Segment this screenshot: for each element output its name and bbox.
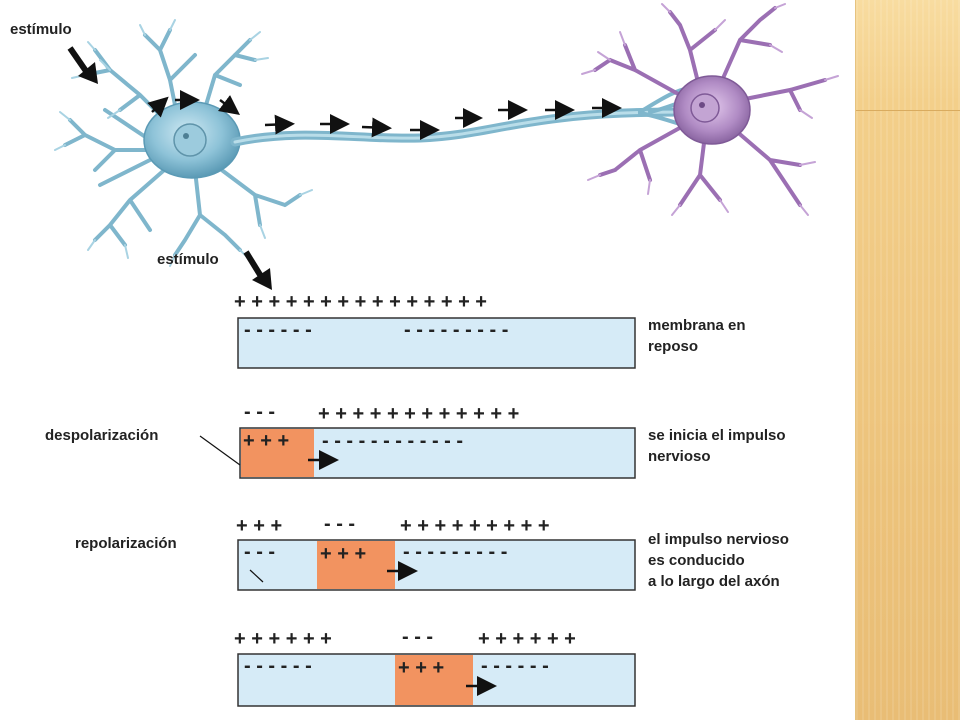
membrane-row-rest: + + + + + + + + + + + + + + + - - - - - … bbox=[234, 291, 746, 369]
inner-charges-right: - - - - - - bbox=[481, 655, 549, 677]
membrane-bar bbox=[237, 317, 636, 369]
inner-charges-right: - - - - - - - - - - - - bbox=[322, 430, 463, 452]
depolarized-charges: + + + bbox=[243, 430, 289, 452]
postsynaptic-neuron bbox=[581, 3, 839, 216]
stimulus-label-bottom: estímulo bbox=[157, 251, 219, 268]
row-label-line1: el impulso nervioso bbox=[648, 531, 789, 548]
depolarized-zone bbox=[395, 655, 473, 705]
row-label-line2: nervioso bbox=[648, 448, 711, 465]
membrane-bar bbox=[237, 539, 636, 591]
row-label-line1: se inicia el impulso bbox=[648, 427, 786, 444]
row-label-line2: es conducido bbox=[648, 552, 745, 569]
membrane-row-propagation: + + + + + + - - - + + + + + + - - - - - … bbox=[234, 626, 636, 707]
membrane-row-repolarization: + + + - - - + + + + + + + + + - - - + + … bbox=[75, 513, 789, 591]
outer-charges: + + + + + + + + + + + + + + + bbox=[234, 291, 487, 313]
row-label-line3: a lo largo del axón bbox=[648, 573, 780, 590]
inner-charges-right: - - - - - - - - - bbox=[403, 541, 507, 563]
inner-charges-left: - - - - - - bbox=[244, 655, 312, 677]
row-label-line2: reposo bbox=[648, 338, 698, 355]
outer-positive-charges-right: + + + + + + + + + bbox=[400, 515, 550, 537]
inner-charges-right: - - - - - - - - - bbox=[404, 319, 508, 341]
stimulus-arrow-top bbox=[67, 46, 91, 76]
presynaptic-neuron bbox=[54, 19, 702, 267]
outer-positive-charges: + + + + + + + + + + + + bbox=[318, 403, 519, 425]
outer-positive-charges-left: + + + + + + bbox=[234, 628, 332, 650]
outer-positive-charges-left: + + + bbox=[236, 515, 282, 537]
depolarized-zone bbox=[317, 541, 395, 589]
depolarized-charges: + + + bbox=[398, 657, 444, 679]
outer-negative-charges: - - - bbox=[244, 401, 275, 423]
outer-negative-charges: - - - bbox=[402, 626, 433, 648]
inner-charges-left: - - - bbox=[244, 541, 275, 563]
leader-line bbox=[199, 435, 241, 466]
left-label: despolarización bbox=[45, 427, 158, 444]
membrane-row-depolarization: - - - + + + + + + + + + + + + + + + - - … bbox=[45, 401, 786, 479]
depolarized-zone bbox=[241, 429, 314, 477]
inner-charges-left: - - - - - - bbox=[244, 319, 312, 341]
outer-negative-charges: - - - bbox=[324, 513, 355, 535]
impulse-arrows bbox=[147, 90, 622, 140]
outer-positive-charges-right: + + + + + + bbox=[478, 628, 576, 650]
row-label-line1: membrana en bbox=[648, 317, 746, 334]
stimulus-label-top: estímulo bbox=[10, 21, 72, 38]
depolarized-charges: + + + bbox=[320, 543, 366, 565]
nerve-impulse-diagram: estímulo estímulo + + + + + + + + + + + … bbox=[10, 3, 839, 707]
decorative-side-panel bbox=[855, 0, 960, 720]
stimulus-arrow-bottom bbox=[243, 250, 265, 280]
left-label: repolarización bbox=[75, 535, 177, 552]
